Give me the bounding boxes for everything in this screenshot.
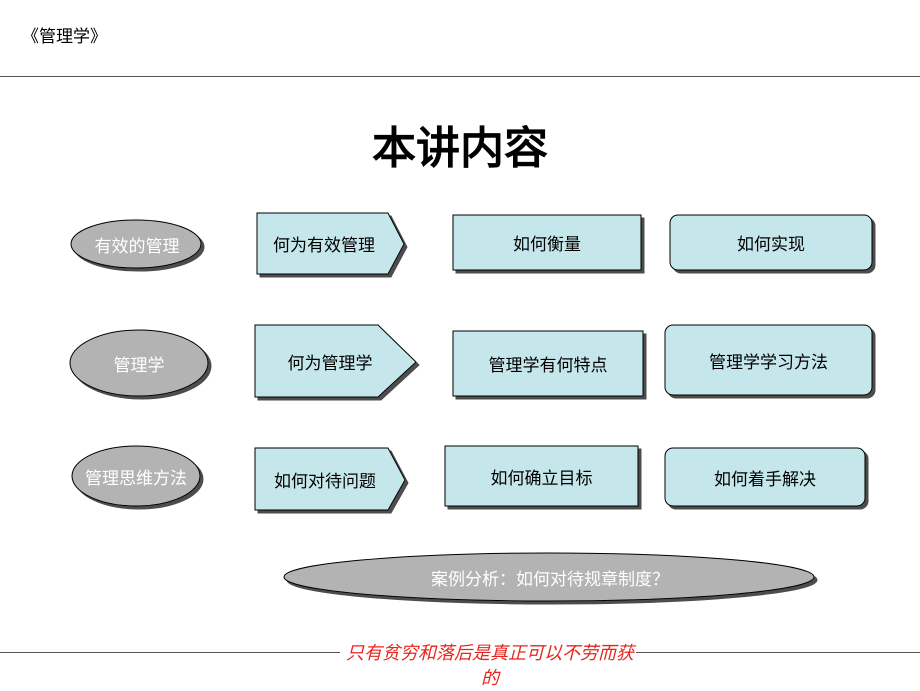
topic-label-2: 管理学 [113, 355, 165, 376]
footer-divider-left [0, 652, 340, 653]
footer-motto: 只有贫穷和落后是真正可以不劳而获的 [346, 643, 634, 689]
step-rounded-1-3 [669, 214, 873, 271]
topic-oval-1 [70, 219, 202, 269]
step-rounded-3-3 [664, 447, 866, 507]
book-title: 《管理学》 [22, 27, 107, 47]
step-label-2-2: 管理学有何特点 [488, 356, 608, 376]
topic-label-3: 管理思维方法 [85, 468, 187, 489]
topic-oval-2 [69, 329, 209, 397]
step-rounded-2-3 [664, 324, 873, 396]
step-label-3-1: 如何对待问题 [274, 471, 376, 492]
header-divider [0, 76, 920, 77]
topic-oval-3 [71, 445, 201, 507]
topic-label-1: 有效的管理 [94, 236, 180, 257]
step-label-1-3: 如何实现 [737, 235, 805, 255]
step-box-1-2 [452, 214, 642, 271]
step-label-3-3: 如何着手解决 [714, 469, 816, 490]
step-arrow-2 [254, 324, 417, 398]
step-label-3-2: 如何确立目标 [490, 468, 593, 489]
slide-title: 本讲内容 [372, 123, 548, 174]
step-label-1-2: 如何衡量 [513, 235, 581, 255]
case-study-label: 案例分析：如何对待规章制度？ [431, 569, 669, 590]
step-label-1-1: 何为有效管理 [273, 236, 375, 256]
step-label-2-1: 何为管理学 [287, 353, 373, 374]
step-label-2-3: 管理学学习方法 [709, 352, 828, 373]
step-arrow-1 [256, 212, 405, 275]
step-box-3-2 [444, 445, 639, 507]
step-arrow-3 [254, 447, 406, 511]
case-study-oval [283, 552, 815, 602]
step-box-2-2 [452, 330, 644, 397]
footer-divider-right [636, 652, 920, 653]
